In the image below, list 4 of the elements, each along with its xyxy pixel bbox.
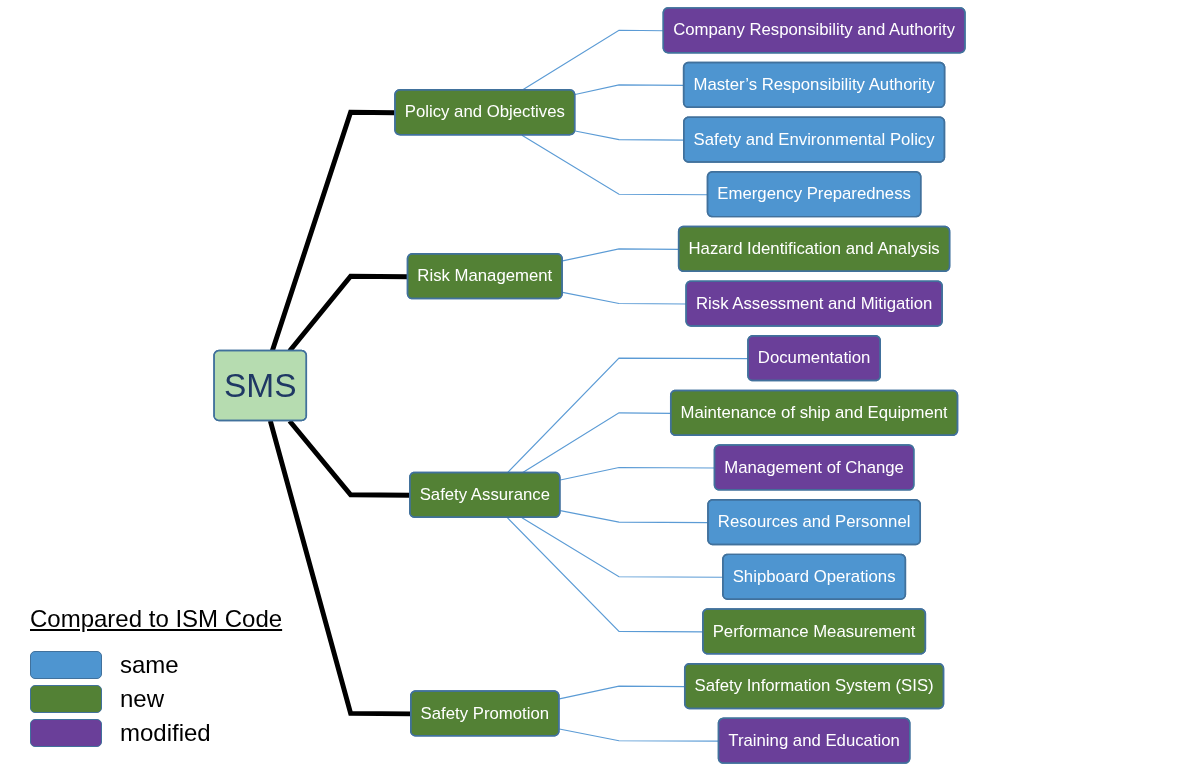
legend-label: new xyxy=(120,685,165,713)
legend-heading: Compared to ISM Code xyxy=(30,605,283,633)
legend-label: modified xyxy=(120,719,211,747)
legend-label: same xyxy=(120,651,179,679)
